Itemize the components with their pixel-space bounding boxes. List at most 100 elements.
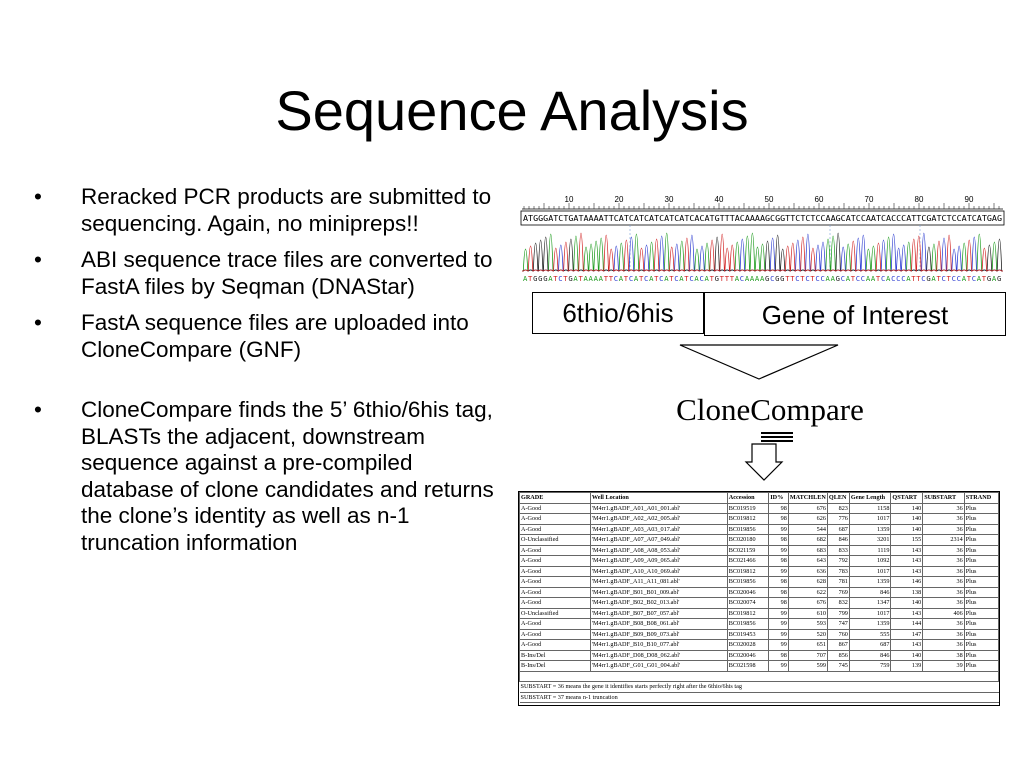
- table-cell: 'M4rr1.gBADF_A07_A07_049.abl': [589, 534, 728, 546]
- table-cell: A-Good: [519, 544, 591, 556]
- table-cell: 776: [826, 513, 850, 525]
- table-cell: 747: [826, 618, 850, 630]
- table-cell: A-Good: [519, 586, 591, 598]
- called-base: A: [846, 274, 851, 283]
- table-cell: 39: [922, 660, 965, 672]
- table-cell: Plus: [963, 544, 999, 556]
- table-body: A-Good'M4rr1.gBADF_A01_A01_001.abl'BC019…: [519, 502, 999, 705]
- table-cell: 687: [826, 523, 850, 535]
- table-cell: Plus: [963, 513, 999, 525]
- ruler-label: 90: [965, 195, 974, 204]
- bullet-item: FastA sequence files are uploaded into C…: [28, 310, 498, 363]
- table-cell: Plus: [963, 555, 999, 567]
- table-cell: Plus: [963, 586, 999, 598]
- table-cell: BC019856: [726, 576, 770, 588]
- table-cell: 823: [826, 502, 850, 514]
- table-cell: 406: [922, 607, 965, 619]
- called-base: A: [589, 274, 594, 283]
- called-base: A: [866, 274, 871, 283]
- table-cell: Plus: [963, 534, 999, 546]
- down-arrow-icon: [744, 432, 793, 481]
- table-cell: 99: [768, 660, 789, 672]
- called-base: T: [639, 274, 644, 283]
- called-base: C: [957, 274, 961, 283]
- table-cell: 144: [890, 618, 924, 630]
- table-cell: BC019453: [726, 628, 770, 640]
- table-cell: 1119: [848, 544, 892, 556]
- called-base: G: [765, 274, 769, 283]
- called-base: A: [584, 274, 589, 283]
- called-base: T: [725, 274, 730, 283]
- table-cell: 683: [787, 544, 828, 556]
- table-cell: 783: [826, 565, 850, 577]
- table-cell: 555: [848, 628, 892, 640]
- called-base: G: [780, 274, 784, 283]
- called-base: G: [987, 274, 991, 283]
- called-base: A: [619, 274, 624, 283]
- called-base: C: [881, 274, 885, 283]
- table-row: A-Good'M4rr1.gBADF_A08_A08_053.abl'BC021…: [519, 544, 999, 556]
- called-base: A: [931, 274, 936, 283]
- table-cell: O-Unclassified: [519, 607, 591, 619]
- table-cell: 759: [848, 660, 892, 672]
- called-base: C: [629, 274, 633, 283]
- column-header: MATCHLEN: [787, 492, 828, 504]
- table-cell: BC019812: [726, 607, 770, 619]
- table-cell: 846: [826, 534, 850, 546]
- table-cell: 98: [768, 576, 789, 588]
- called-base: T: [790, 274, 795, 283]
- column-header: Gene Length: [848, 492, 892, 504]
- ruler-label: 60: [815, 195, 824, 204]
- table-cell: BC020046: [726, 649, 770, 661]
- called-base: C: [821, 274, 825, 283]
- table-cell: 2314: [922, 534, 965, 546]
- table-row: A-Good'M4rr1.gBADF_B02_B02_013.abl'BC020…: [519, 597, 999, 609]
- table-cell: BC021159: [726, 544, 770, 556]
- table-cell: 'M4rr1.gBADF_A08_A08_053.abl': [589, 544, 728, 556]
- table-note-row: SUBSTART = 38 means n-2 truncation: [519, 702, 999, 705]
- called-base: T: [982, 274, 987, 283]
- column-header: SUBSTART: [922, 492, 965, 504]
- table-cell: BC020074: [726, 597, 770, 609]
- called-base: G: [715, 274, 719, 283]
- sequence-box: [520, 210, 1005, 226]
- table-cell: Plus: [963, 628, 999, 640]
- table-cell: A-Good: [519, 502, 591, 514]
- table-cell: 'M4rr1.gBADF_A10_A10_069.abl': [589, 565, 728, 577]
- table-cell: 140: [890, 502, 924, 514]
- table-cell: 707: [787, 649, 828, 661]
- called-base: T: [720, 274, 725, 283]
- called-base: A: [750, 274, 755, 283]
- called-base: C: [891, 274, 895, 283]
- table-cell: A-Good: [519, 576, 591, 588]
- table-row: O-Unclassified'M4rr1.gBADF_A07_A07_049.a…: [519, 534, 999, 546]
- table-cell: 1017: [848, 565, 892, 577]
- called-base: A: [694, 274, 699, 283]
- table-cell: 622: [787, 586, 828, 598]
- called-base: T: [609, 274, 614, 283]
- table-cell: 36: [922, 597, 965, 609]
- ruler-label: 10: [565, 195, 574, 204]
- table-cell: 36: [922, 513, 965, 525]
- called-base: T: [800, 274, 805, 283]
- table-cell: B-Ins/Del: [519, 649, 591, 661]
- table-cell: 676: [787, 597, 828, 609]
- table-cell: 143: [890, 544, 924, 556]
- called-base: T: [785, 274, 790, 283]
- column-header: QSTART: [890, 492, 924, 504]
- table-cell: 593: [787, 618, 828, 630]
- called-base: A: [705, 274, 710, 283]
- called-base: C: [614, 274, 618, 283]
- funnel-arrow-icon: [679, 344, 839, 380]
- table-row: B-Ins/Del'M4rr1.gBADF_D08_D08_062.abl'BC…: [519, 649, 999, 661]
- table-cell: 781: [826, 576, 850, 588]
- table-cell: A-Good: [519, 555, 591, 567]
- table-cell: 682: [787, 534, 828, 546]
- table-cell: BC020028: [726, 639, 770, 651]
- table-cell: BC019856: [726, 523, 770, 535]
- called-base: C: [952, 274, 956, 283]
- called-base: G: [775, 274, 779, 283]
- called-base: C: [841, 274, 845, 283]
- called-base: C: [644, 274, 648, 283]
